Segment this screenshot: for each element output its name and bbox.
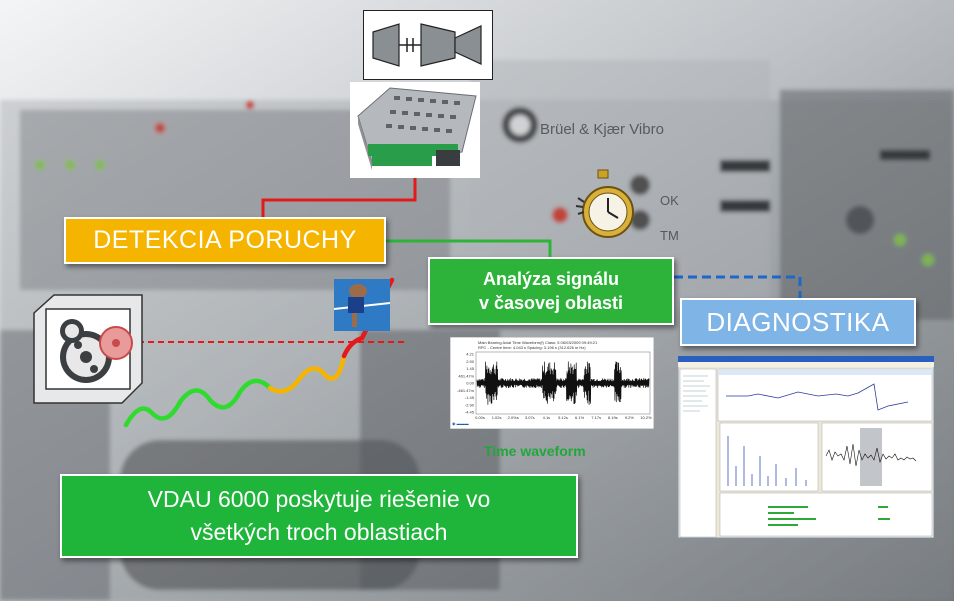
waveform-x-tick: 2.0%s: [508, 415, 519, 420]
waveform-x-tick: 5.12s: [558, 415, 568, 420]
waveform-y-ticks: 4.21 2.90 1.45 461.47m 0.00 -461.47m -1.45 -2.9…: [457, 352, 475, 415]
gearbox-icon: [33, 294, 143, 404]
degradation-curve-red: [341, 277, 395, 359]
waveform-y-tick: -1.45: [465, 395, 475, 400]
waveform-x-tick: 3.07s: [525, 415, 535, 420]
waveform-x-tick: 1.02s: [492, 415, 502, 420]
connector-red: [261, 178, 417, 217]
time-domain-analysis-box: Analýza signálu v časovej oblasti: [428, 257, 674, 325]
waveform-x-tick: 4.1s: [543, 415, 551, 420]
degradation-curve-yellow: [267, 353, 347, 394]
waveform-y-tick: 2.90: [466, 359, 475, 364]
diagnostics-label: DIAGNOSTIKA: [706, 306, 890, 337]
waveform-x-tick: 9.2%: [625, 415, 635, 420]
diagnostics-box: DIAGNOSTIKA: [680, 298, 916, 346]
waveform-logo: ◉ ▬▬▬: [452, 421, 469, 426]
waveform-y-tick: 1.45: [466, 366, 475, 371]
tm-label: TM: [660, 228, 679, 243]
analysis-line-1: Analýza signálu: [482, 269, 620, 289]
time-waveform-plot: Main Bearing Axial Time Waveform(f) Clas…: [450, 337, 654, 429]
waveform-header-1: Main Bearing Axial Time Waveform(f) Clas…: [478, 340, 598, 345]
vdau-line-1: VDAU 6000 poskytuje riešenie vo: [147, 486, 491, 512]
ok-label: OK: [660, 193, 679, 208]
waveform-y-tick: -4.45: [465, 410, 475, 415]
fault-detection-box: DETEKCIA PORUCHY: [64, 217, 386, 264]
stopwatch-icon: [575, 169, 634, 238]
waveform-x-tick: 10.2%: [640, 415, 652, 420]
analysis-line-2: v časovej oblasti: [478, 293, 624, 313]
waveform-header-2: RPC - Centre time: 4.043 s Spacing: 3.19…: [478, 345, 586, 350]
waveform-x-ticks: 0.00s 1.02s 2.0%s 3.07s 4.1s 5.12s 6.1% 7.17s 8.…: [475, 415, 652, 420]
connector-green: [386, 239, 552, 257]
vdau-summary-box: VDAU 6000 poskytuje riešenie vo všetkých…: [60, 474, 578, 558]
diagnostic-software-screenshot: [678, 356, 934, 538]
brand-text: Brüel & Kjær Vibro: [540, 121, 664, 138]
vdau-line-2: všetkých troch oblastiach: [190, 519, 448, 545]
waveform-x-tick: 6.1%: [575, 415, 585, 420]
time-waveform-caption: Time waveform: [484, 443, 586, 459]
waveform-x-tick: 7.17s: [591, 415, 601, 420]
waveform-y-tick: -2.90: [465, 402, 475, 407]
waveform-signal: [476, 361, 650, 405]
connector-blue-dashed: [674, 275, 802, 298]
waveform-y-tick: 0.00: [466, 381, 475, 386]
hardware-module-icon: [350, 82, 480, 178]
waveform-y-tick: -461.47m: [457, 388, 475, 393]
tennis-photo-icon: [334, 279, 390, 331]
degradation-curve-green: [123, 378, 273, 428]
fault-detection-label: DETEKCIA PORUCHY: [93, 226, 357, 254]
waveform-x-tick: 8.19s: [608, 415, 618, 420]
waveform-x-tick: 0.00s: [475, 415, 485, 420]
turbine-schematic-icon: [363, 10, 493, 80]
waveform-y-tick: 461.47m: [458, 373, 474, 378]
waveform-y-tick: 4.21: [466, 352, 475, 357]
